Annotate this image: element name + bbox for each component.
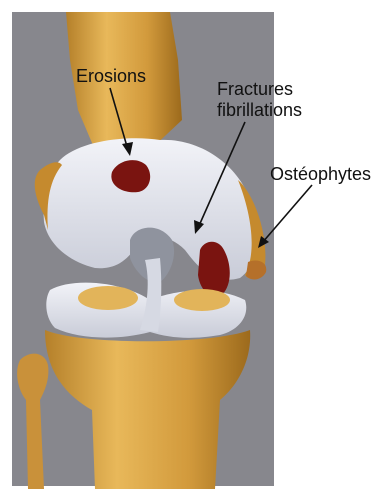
fibrillations-label: fibrillations (217, 100, 302, 120)
medial-meniscus (78, 286, 138, 310)
erosions-label: Erosions (76, 66, 146, 86)
fractures-label: Fractures (217, 79, 293, 99)
osteophytes-label: Ostéophytes (270, 164, 371, 184)
lateral-meniscus (174, 289, 230, 311)
